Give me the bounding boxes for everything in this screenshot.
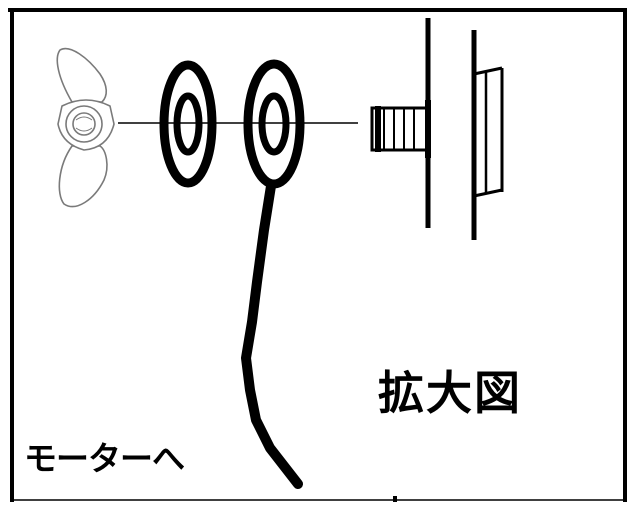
- bolt-icon: [370, 100, 431, 158]
- to-motor-label: モーターへ: [24, 439, 185, 478]
- mounting-plate-icon: [425, 18, 504, 240]
- frame: [8, 8, 627, 502]
- wire-icon: [241, 181, 303, 489]
- wing-nut-icon: [56, 47, 115, 208]
- enlarged-view-title: 拡大図: [378, 366, 522, 420]
- border-tick: [393, 496, 397, 502]
- ring-terminal-icon: [243, 59, 305, 189]
- washer-icon: [159, 60, 217, 188]
